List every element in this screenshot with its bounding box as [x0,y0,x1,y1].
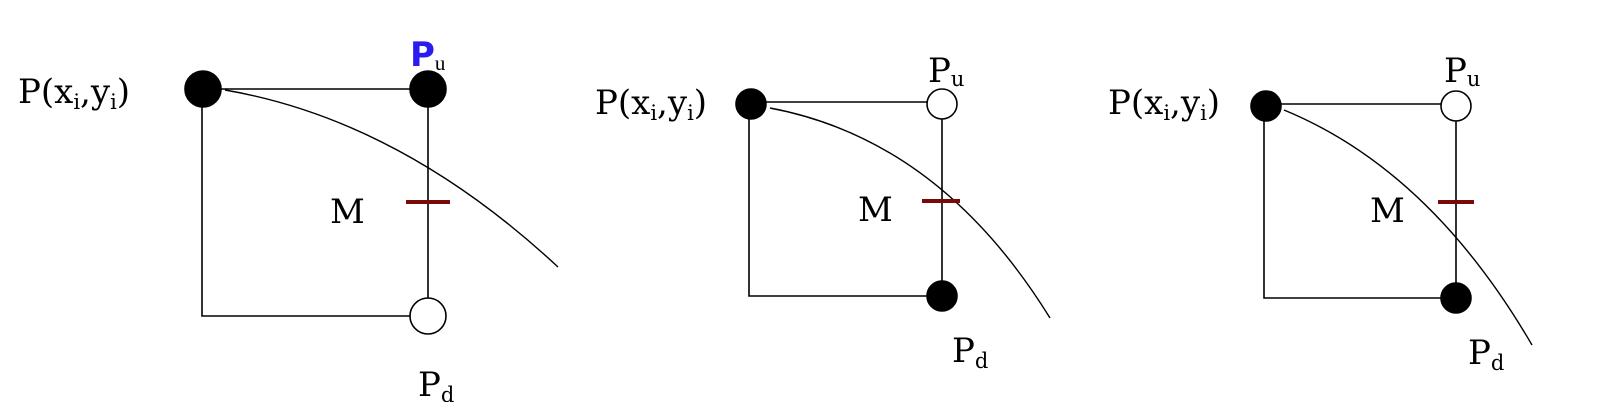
panel-2-pd-label: Pd [952,331,988,373]
panel-1-point-pd [409,297,447,335]
panel-1-point-pu [409,70,447,108]
panel-2-m-label: M [858,190,893,230]
panel-2-curve [769,107,1051,319]
panel-2-point-pd [926,280,958,312]
panel-1-grid-box [201,88,429,317]
panel-2-point-pu [926,88,958,120]
panel-1-pd-label: Pd [418,365,454,402]
panel-1-point-p [184,70,222,108]
panel-2: P(xi,yi) Pu M Pd [595,51,1051,373]
panel-3-point-pd [1440,282,1472,314]
panel-2-pu-label: Pu [928,51,964,91]
panel-1-curve [224,89,559,268]
panel-3-m-label: M [1370,191,1405,231]
panel-3-point-pu [1440,90,1472,122]
panel-3-pd-label: Pd [1468,333,1504,375]
panel-3-pu-label: Pu [1444,51,1480,91]
panel-3-grid-box [1263,103,1457,299]
panel-1-p-label: P(xi,yi) [18,72,130,114]
panel-1: P(xi,yi) Pu M Pd [18,35,559,402]
panel-2-point-p [735,88,767,120]
panel-1-pu-label: Pu [410,35,446,75]
panel-3-point-p [1250,90,1282,122]
panel-3: P(xi,yi) Pu M Pd [1108,51,1533,375]
panel-3-curve [1283,109,1533,346]
panel-1-m-label: M [330,192,365,232]
panel-2-p-label: P(xi,yi) [595,83,707,125]
panel-3-p-label: P(xi,yi) [1108,83,1220,125]
